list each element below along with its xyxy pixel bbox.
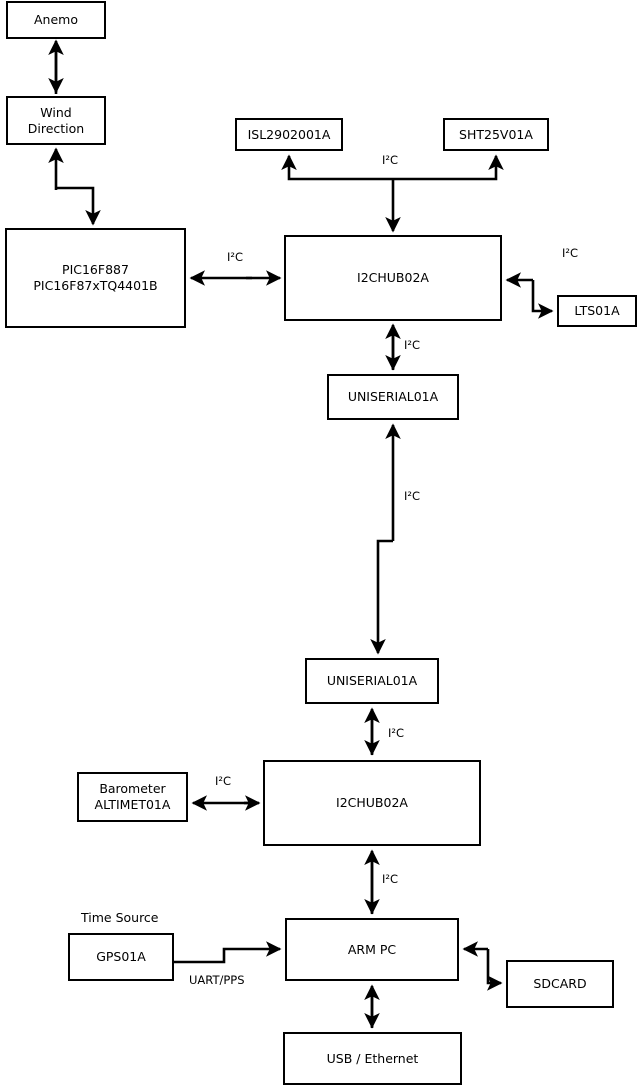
edge-label-i2c-uniserial-hub2: I²C xyxy=(388,726,405,740)
edge-hubtop-branch xyxy=(281,154,504,233)
edge-uniserial-link xyxy=(370,423,401,655)
edge-label-i2c-hub-lts: I²C xyxy=(562,246,579,260)
node-barometer-altimet01a[interactable]: Barometer ALTIMET01A xyxy=(77,772,188,822)
node-anemo[interactable]: Anemo xyxy=(6,1,106,39)
node-lts01a[interactable]: LTS01A xyxy=(557,295,637,327)
node-uniserial01a-lower[interactable]: UNISERIAL01A xyxy=(305,658,439,704)
node-i2chub02a-top[interactable]: I2CHUB02A xyxy=(284,235,502,321)
node-usb-ethernet[interactable]: USB / Ethernet xyxy=(283,1032,462,1085)
node-gps01a[interactable]: GPS01A xyxy=(68,933,174,981)
edge-label-i2c-uniserial-link: I²C xyxy=(404,489,421,503)
edge-hubtop-lts xyxy=(505,272,554,319)
node-wind-direction[interactable]: Wind Direction xyxy=(6,96,106,145)
edge-label-i2c-barometer-hub2: I²C xyxy=(215,774,232,788)
node-isl2902001a[interactable]: ISL2902001A xyxy=(235,118,343,151)
node-arm-pc[interactable]: ARM PC xyxy=(285,918,459,981)
node-sht25v01a[interactable]: SHT25V01A xyxy=(443,118,549,151)
node-uniserial01a-upper[interactable]: UNISERIAL01A xyxy=(327,374,459,420)
edge-label-i2c-hub2-arm: I²C xyxy=(382,872,399,886)
edge-label-uart-pps: UART/PPS xyxy=(189,973,245,987)
edge-wind-pic xyxy=(48,147,101,226)
edge-armpc-sdcard xyxy=(462,941,503,991)
node-pic16f887[interactable]: PIC16F887 PIC16F87xTQ4401B xyxy=(5,228,186,328)
edge-label-i2c-hub-uniserial: I²C xyxy=(404,338,421,352)
edge-gps-armpc xyxy=(174,941,282,964)
edge-label-i2c-pic-hub: I²C xyxy=(227,250,244,264)
edge-label-i2c-top-branch: I²C xyxy=(382,153,399,167)
node-sdcard[interactable]: SDCARD xyxy=(506,960,614,1008)
node-i2chub02a-bottom[interactable]: I2CHUB02A xyxy=(263,760,481,846)
label-time-source: Time Source xyxy=(81,910,159,925)
